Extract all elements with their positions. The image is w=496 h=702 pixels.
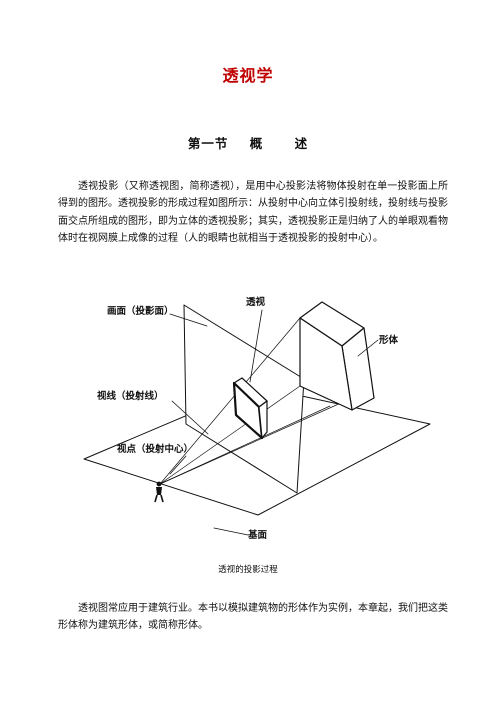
- page-title: 透视学: [222, 66, 274, 85]
- section-title-char-1: 概: [249, 136, 264, 151]
- figure-caption: 透视的投影过程: [218, 565, 278, 575]
- intro-paragraph: 透视投影（又称透视图，简称透视），是用中心投影法将物体投射在单一投影面上所得到的…: [58, 181, 448, 244]
- closing-paragraph: 透视图常应用于建筑行业。本书以模拟建筑物的形体作为实例，本章起，我们把这类形体称…: [58, 603, 448, 632]
- ground-plane: [83, 385, 431, 516]
- viewpoint-person-icon: [154, 481, 164, 503]
- label-perspective: 透视: [246, 296, 266, 308]
- section-title-char-2: 述: [294, 136, 309, 151]
- label-ground-plane: 基面: [247, 529, 268, 541]
- label-viewpoint: 视点（投射中心）: [117, 443, 193, 455]
- label-object: 形体: [379, 334, 399, 346]
- label-sight-line: 视线（投射线）: [97, 390, 164, 402]
- section-heading: 第一节 概 述: [0, 133, 496, 152]
- object-box: [299, 301, 375, 411]
- perspective-image: [232, 377, 268, 440]
- section-number: 第一节: [187, 136, 229, 151]
- label-picture-plane: 画面（投影面）: [107, 305, 174, 317]
- picture-plane: [183, 304, 305, 494]
- sight-lines: [159, 317, 353, 485]
- leader-lines: [169, 309, 379, 536]
